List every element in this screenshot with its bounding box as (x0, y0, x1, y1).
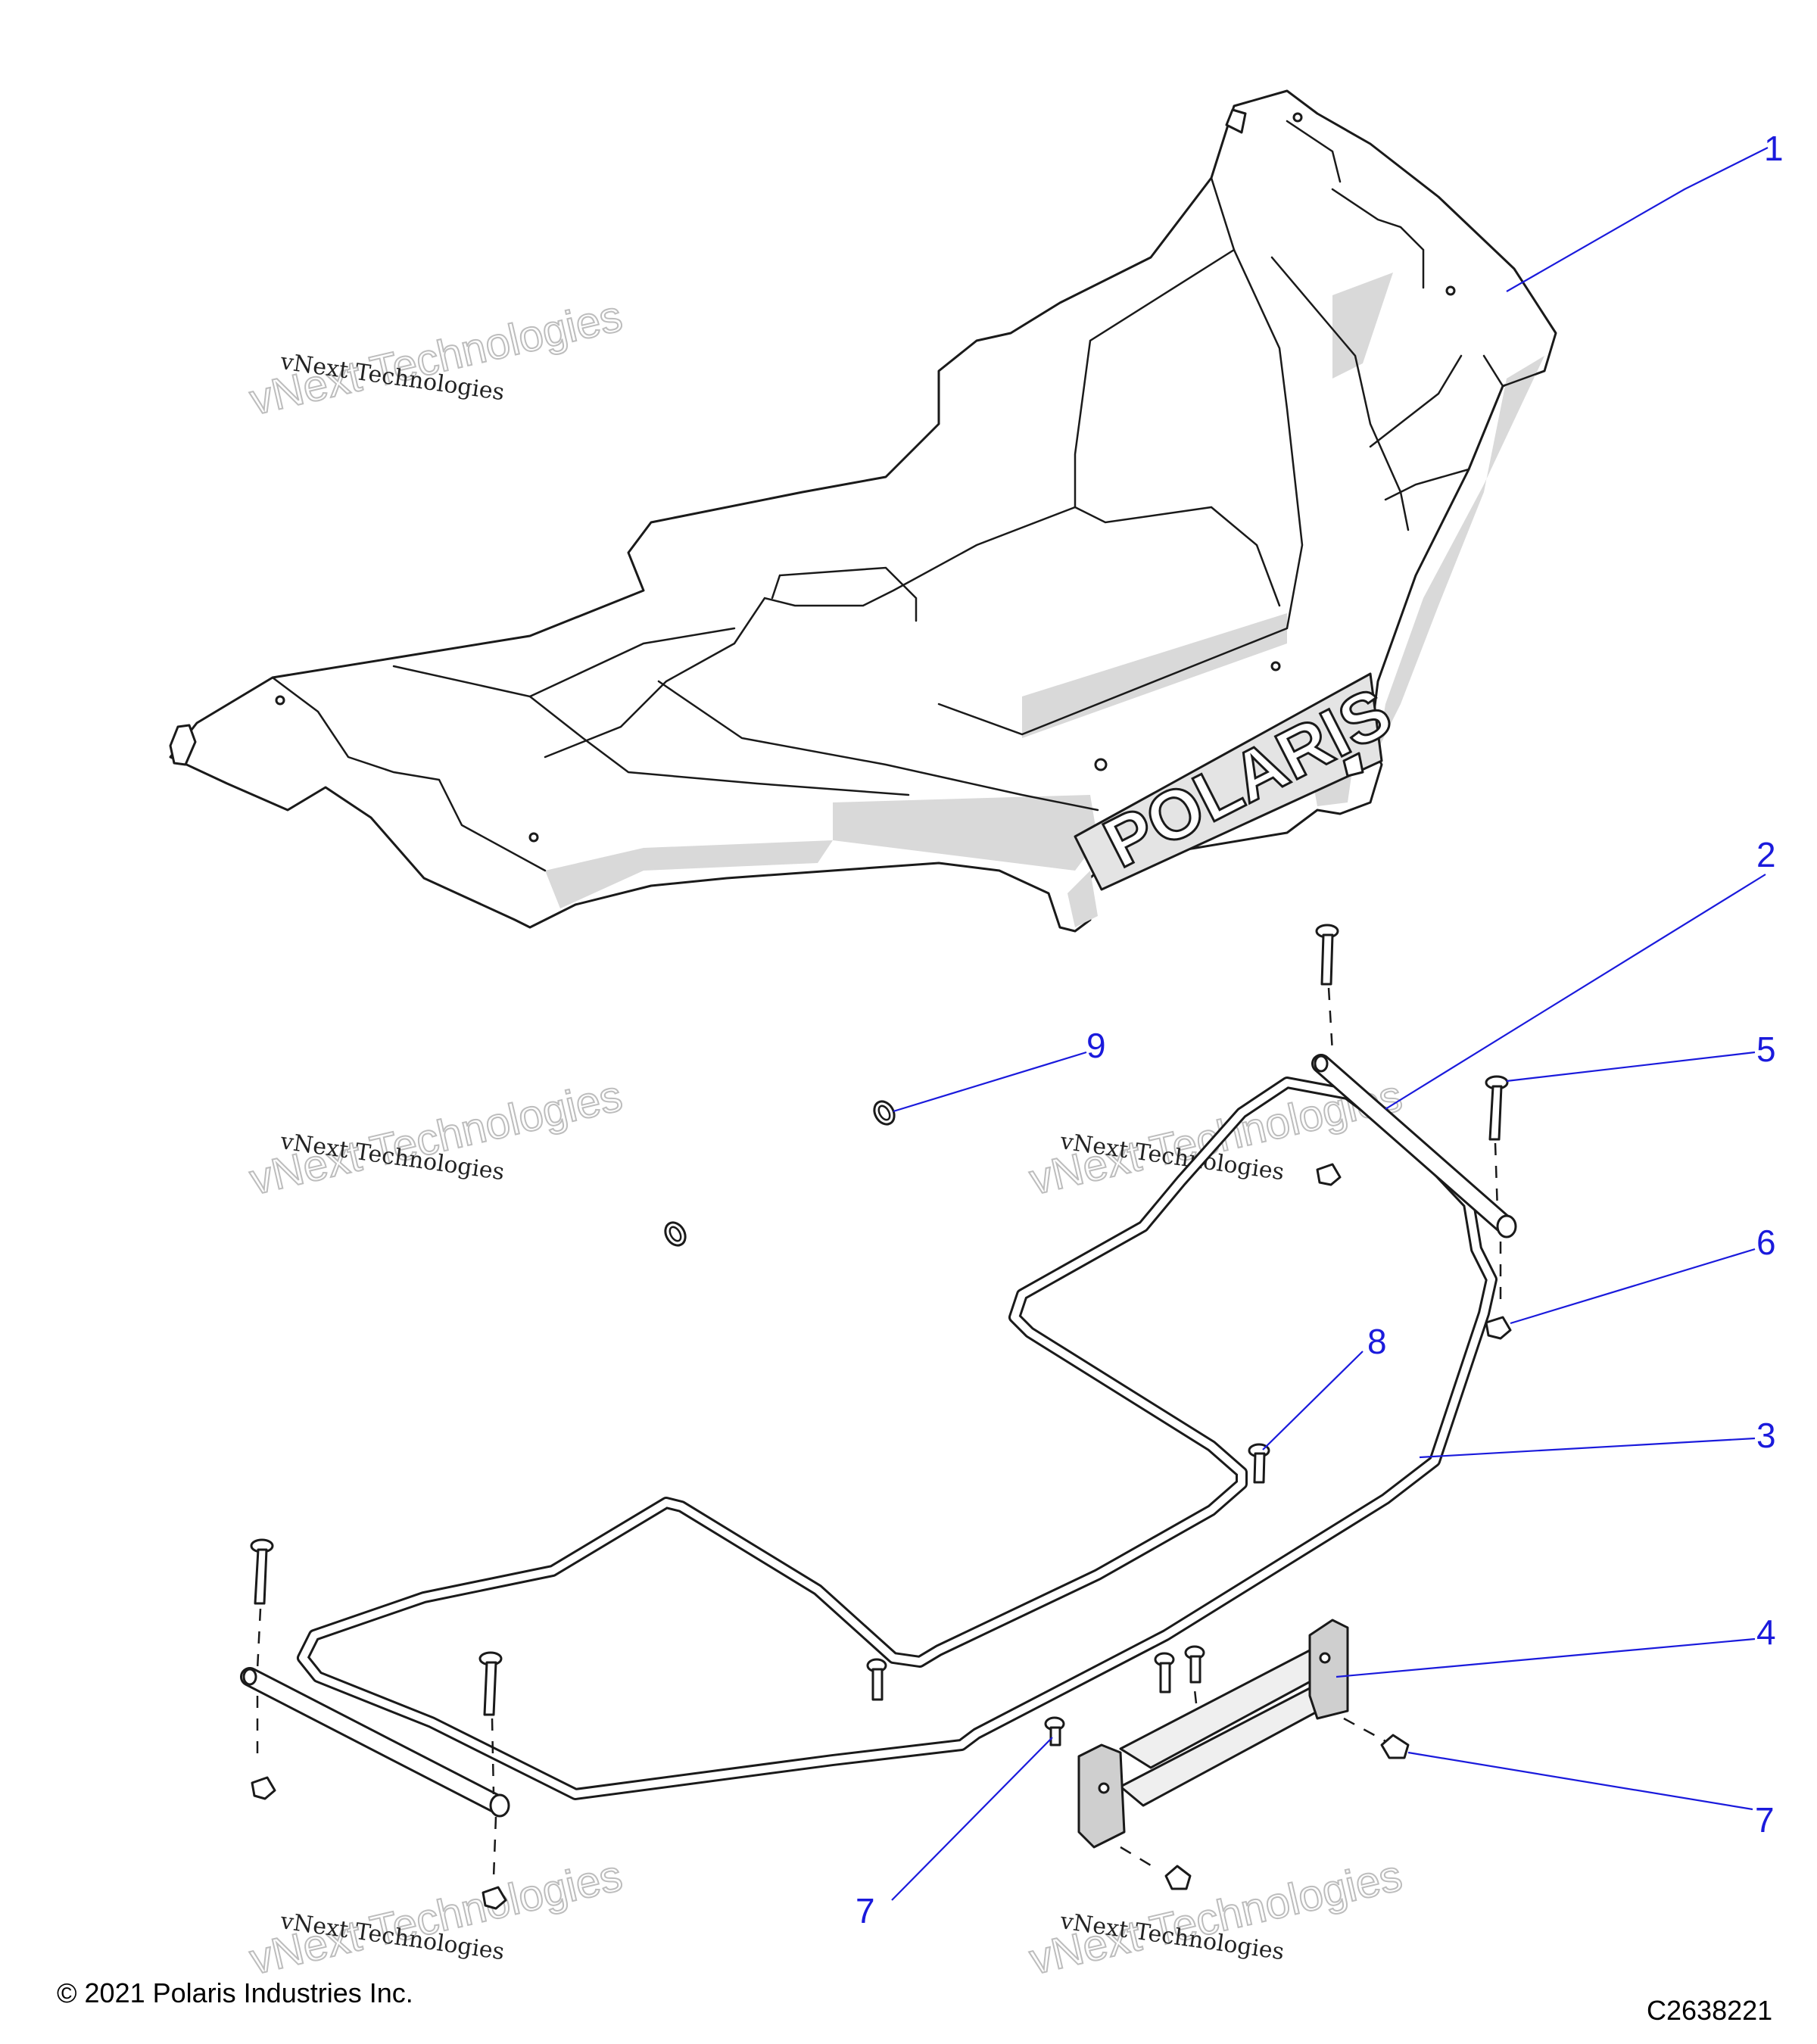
callout-5: 5 (1756, 1030, 1776, 1069)
screw-top-center (1315, 924, 1339, 1053)
cross-tube-left (240, 1667, 510, 1818)
leader-lines (891, 147, 1769, 1901)
screw-bottom-center (866, 1658, 887, 1701)
callout-3: 3 (1756, 1416, 1776, 1455)
nut-top-center (1316, 1163, 1342, 1186)
callout-7-left: 7 (856, 1891, 875, 1930)
nut-right (1485, 1316, 1512, 1340)
figure-code: C2638221 (1647, 1995, 1772, 2026)
screw-left-top (250, 1538, 274, 1760)
screw-bracket-b (1184, 1645, 1205, 1684)
callout-8: 8 (1367, 1322, 1387, 1361)
watermark-6: vNext Technologies vNext Technologies (1024, 1850, 1407, 1985)
callout-1: 1 (1764, 129, 1784, 168)
nut-left-bottom (482, 1886, 507, 1910)
screw-left-lower (478, 1651, 503, 1878)
callout-4: 4 (1756, 1612, 1776, 1652)
screw-mid (1248, 1443, 1270, 1484)
grommet-upper (873, 1100, 896, 1126)
cross-tube-right (1311, 1054, 1517, 1239)
watermark-3: vNext Technologies vNext Technologies (245, 1070, 628, 1205)
watermark-1: vNext Technologies vNext Technologies (245, 291, 628, 425)
callout-9: 9 (1086, 1026, 1106, 1065)
callout-6: 6 (1756, 1223, 1776, 1262)
callout-2: 2 (1756, 835, 1776, 874)
brush-guard-tube (297, 1077, 1498, 1800)
grommet-lower (664, 1221, 687, 1247)
copyright-text: © 2021 Polaris Industries Inc. (57, 1977, 413, 2008)
watermark-5: vNext Technologies vNext Technologies (245, 1850, 628, 1985)
screw-right (1485, 1075, 1509, 1302)
callout-7-right: 7 (1755, 1800, 1775, 1840)
mount-bracket (1077, 1619, 1349, 1849)
bolt-bracket-side (1343, 1717, 1410, 1759)
nut-left (251, 1776, 276, 1800)
screw-bracket-a (1154, 1652, 1175, 1693)
front-hood-panel: POLARIS (169, 89, 1557, 933)
bolt-bracket-bottom (1120, 1846, 1192, 1890)
